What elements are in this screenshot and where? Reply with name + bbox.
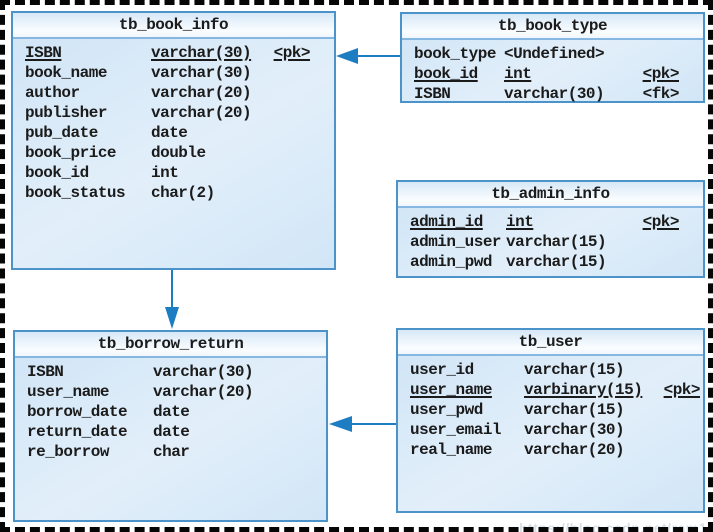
field-name: real_name: [410, 441, 492, 459]
table-title: tb_book_info: [13, 13, 334, 39]
field-name: ISBN: [27, 363, 64, 381]
field-name: book_status: [25, 184, 126, 202]
field-name: user_email: [410, 421, 502, 439]
field-type: int: [506, 213, 534, 231]
column-row: pub_date date: [25, 123, 310, 143]
field-name: user_name: [27, 383, 109, 401]
field-type: varchar(20): [524, 441, 625, 459]
field-type: date: [153, 423, 190, 441]
field-name: publisher: [25, 104, 107, 122]
field-type: varchar(15): [506, 233, 607, 251]
field-type: int: [504, 65, 532, 83]
field-name: borrow_date: [27, 403, 128, 421]
field-type: varchar(30): [151, 44, 252, 62]
field-name: book_id: [414, 65, 478, 83]
key-badge: <pk>: [273, 44, 311, 62]
field-name: admin_id: [410, 213, 483, 231]
field-type: varbinary(15): [524, 381, 643, 399]
field-type: varchar(30): [151, 64, 252, 82]
table-tb-admin-info: tb_admin_info admin_id int <pk> admin_us…: [396, 180, 705, 278]
table-tb-user: tb_user user_id varchar(15) user_name va…: [396, 328, 705, 513]
field-name: user_pwd: [410, 401, 483, 419]
column-row: user_name varbinary(15) <pk>: [410, 380, 701, 400]
column-row: book_price double: [25, 143, 310, 163]
key-badge: <fk>: [642, 85, 680, 103]
field-type: int: [151, 164, 179, 182]
column-row: admin_pwd varchar(15): [410, 252, 679, 272]
field-name: book_name: [25, 64, 107, 82]
field-name: author: [25, 84, 80, 102]
field-name: book_price: [25, 144, 117, 162]
column-row: return_date date: [27, 422, 302, 442]
table-title: tb_user: [398, 330, 703, 356]
watermark-text: https://blog.csdn.net/ram1: [518, 520, 707, 532]
field-type: varchar(15): [524, 401, 625, 419]
key-badge: <pk>: [642, 65, 680, 83]
table-columns: user_id varchar(15) user_name varbinary(…: [398, 356, 703, 460]
table-tb-book-info: tb_book_info ISBN varchar(30) <pk> book_…: [11, 11, 336, 270]
column-row: admin_id int <pk>: [410, 212, 680, 232]
column-row: user_pwd varchar(15): [410, 400, 700, 420]
column-row: book_status char(2): [25, 183, 310, 203]
field-type: char(2): [151, 184, 215, 202]
field-name: return_date: [27, 423, 128, 441]
column-row: re_borrow char: [27, 442, 302, 462]
table-columns: ISBN varchar(30) <pk> book_name varchar(…: [13, 39, 334, 203]
table-columns: admin_id int <pk> admin_user varchar(15)…: [398, 208, 703, 272]
table-title: tb_borrow_return: [15, 332, 326, 358]
column-row: book_id int <pk>: [414, 64, 680, 84]
column-row: ISBN varchar(30): [27, 362, 302, 382]
field-name: user_id: [410, 361, 474, 379]
key-badge: <pk>: [663, 381, 701, 399]
column-row: book_type <Undefined>: [414, 44, 679, 64]
field-type: varchar(15): [524, 361, 625, 379]
field-type: varchar(30): [504, 85, 605, 103]
column-row: author varchar(20): [25, 83, 310, 103]
key-badge: <pk>: [642, 213, 680, 231]
field-name: book_id: [25, 164, 89, 182]
table-columns: book_type <Undefined> book_id int <pk> I…: [402, 40, 703, 104]
column-row: borrow_date date: [27, 402, 302, 422]
column-row: admin_user varchar(15): [410, 232, 679, 252]
column-row: user_id varchar(15): [410, 360, 700, 380]
field-name: admin_user: [410, 233, 502, 251]
field-name: ISBN: [25, 44, 62, 62]
field-name: ISBN: [414, 85, 451, 103]
field-type: varchar(30): [524, 421, 625, 439]
arrow-user-to-borrowreturn: [329, 416, 396, 432]
table-tb-borrow-return: tb_borrow_return ISBN varchar(30) user_n…: [13, 330, 328, 522]
field-type: varchar(20): [153, 383, 254, 401]
field-type: varchar(30): [153, 363, 254, 381]
column-row: real_name varchar(20): [410, 440, 700, 460]
column-row: book_name varchar(30): [25, 63, 310, 83]
field-type: varchar(20): [151, 104, 252, 122]
field-name: re_borrow: [27, 443, 109, 461]
column-row: book_id int: [25, 163, 310, 183]
table-tb-book-type: tb_book_type book_type <Undefined> book_…: [400, 12, 705, 103]
field-name: book_type: [414, 45, 496, 63]
table-columns: ISBN varchar(30) user_name varchar(20) b…: [15, 358, 326, 462]
field-type: <Undefined>: [504, 45, 605, 63]
column-row: publisher varchar(20): [25, 103, 310, 123]
table-title: tb_admin_info: [398, 182, 703, 208]
field-type: varchar(20): [151, 84, 252, 102]
field-type: double: [151, 144, 206, 162]
field-type: varchar(15): [506, 253, 607, 271]
table-title: tb_book_type: [402, 14, 703, 40]
field-name: admin_pwd: [410, 253, 492, 271]
column-row: ISBN varchar(30) <fk>: [414, 84, 680, 104]
column-row: ISBN varchar(30) <pk>: [25, 43, 311, 63]
arrow-booktype-to-bookinfo: [336, 48, 400, 64]
column-row: user_email varchar(30): [410, 420, 700, 440]
field-type: date: [151, 124, 188, 142]
arrow-bookinfo-to-borrowreturn: [165, 270, 179, 329]
column-row: user_name varchar(20): [27, 382, 302, 402]
field-type: char: [153, 443, 190, 461]
field-name: user_name: [410, 381, 492, 399]
field-name: pub_date: [25, 124, 98, 142]
field-type: date: [153, 403, 190, 421]
